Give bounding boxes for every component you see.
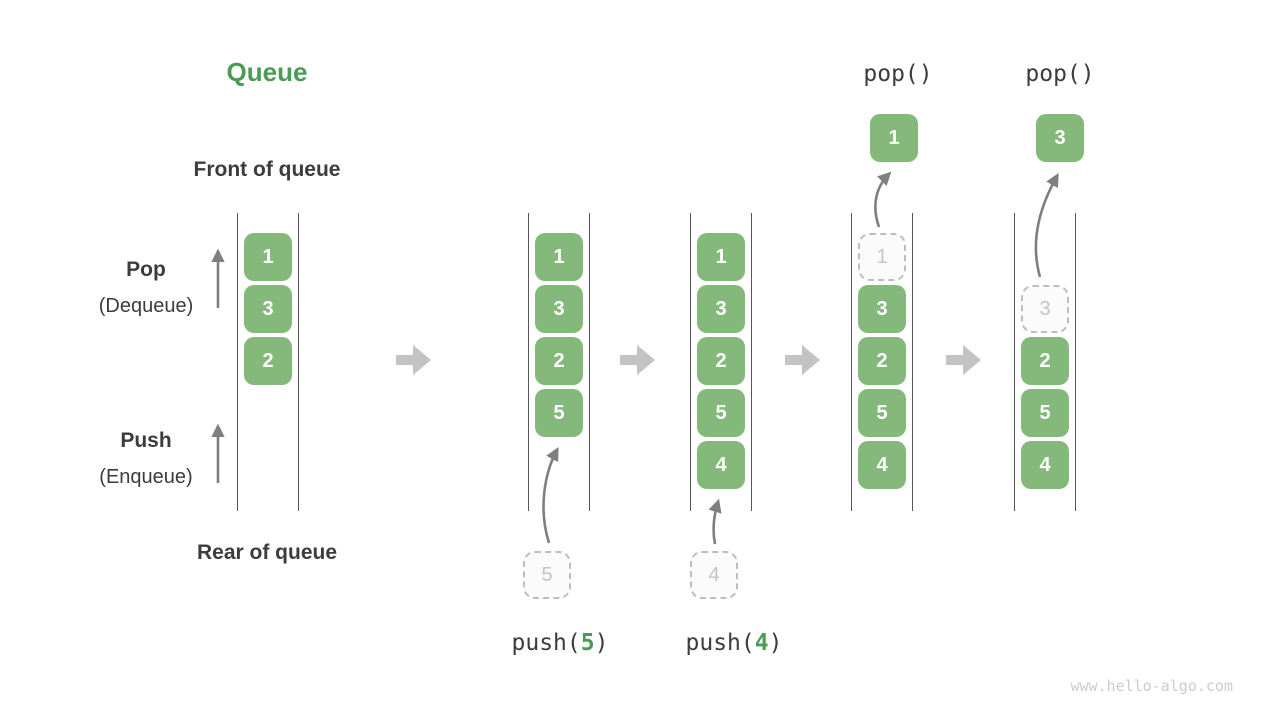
queue-cell: 1 — [244, 233, 292, 281]
transition-arrow-icon — [946, 345, 981, 375]
queue-cell: 4 — [697, 441, 745, 489]
queue-cell: 4 — [1021, 441, 1069, 489]
queue-cell-dashed: 3 — [1021, 285, 1069, 333]
dequeue-label: (Dequeue) — [98, 295, 194, 317]
push-4-operation-label: push(4) — [685, 630, 783, 656]
popped-cell-1: 1 — [870, 114, 918, 162]
enqueue-label: (Enqueue) — [99, 466, 193, 488]
diagram-title: Queue — [226, 57, 308, 87]
queue-cell: 2 — [697, 337, 745, 385]
queue-cell: 1 — [697, 233, 745, 281]
transition-arrow-icon — [396, 345, 431, 375]
queue-cell: 3 — [244, 285, 292, 333]
pop-label: Pop — [126, 258, 166, 281]
queue-cell: 2 — [244, 337, 292, 385]
staged-cell-4: 4 — [690, 551, 738, 599]
pop-dequeue-label-group: Pop (Dequeue) — [99, 251, 194, 325]
queue-cell: 2 — [1021, 337, 1069, 385]
queue-cell: 5 — [858, 389, 906, 437]
rear-of-queue-label: Rear of queue — [196, 541, 338, 564]
queue-cell: 5 — [535, 389, 583, 437]
pop-operation-label-2: pop() — [1025, 61, 1095, 87]
push-label: Push — [120, 429, 172, 452]
queue-cell-dashed: 1 — [858, 233, 906, 281]
push-4-arg: 4 — [754, 630, 769, 656]
queue-cell: 5 — [697, 389, 745, 437]
push-5-arg: 5 — [580, 630, 595, 656]
queue-cell: 3 — [535, 285, 583, 333]
queue-cell: 5 — [1021, 389, 1069, 437]
push-enqueue-label-group: Push (Enqueue) — [99, 422, 192, 496]
front-of-queue-label: Front of queue — [193, 158, 341, 181]
queue-cell: 3 — [697, 285, 745, 333]
queue-cell: 3 — [858, 285, 906, 333]
watermark: www.hello-algo.com — [1070, 677, 1233, 695]
popped-cell-3: 3 — [1036, 114, 1084, 162]
queue-cell: 4 — [858, 441, 906, 489]
transition-arrow-icon — [785, 345, 820, 375]
queue-cell: 2 — [858, 337, 906, 385]
pop-operation-label-1: pop() — [863, 61, 933, 87]
transition-arrow-icon — [620, 345, 655, 375]
queue-cell: 1 — [535, 233, 583, 281]
push-5-operation-label: push(5) — [511, 630, 609, 656]
queue-cell: 2 — [535, 337, 583, 385]
staged-cell-5: 5 — [523, 551, 571, 599]
